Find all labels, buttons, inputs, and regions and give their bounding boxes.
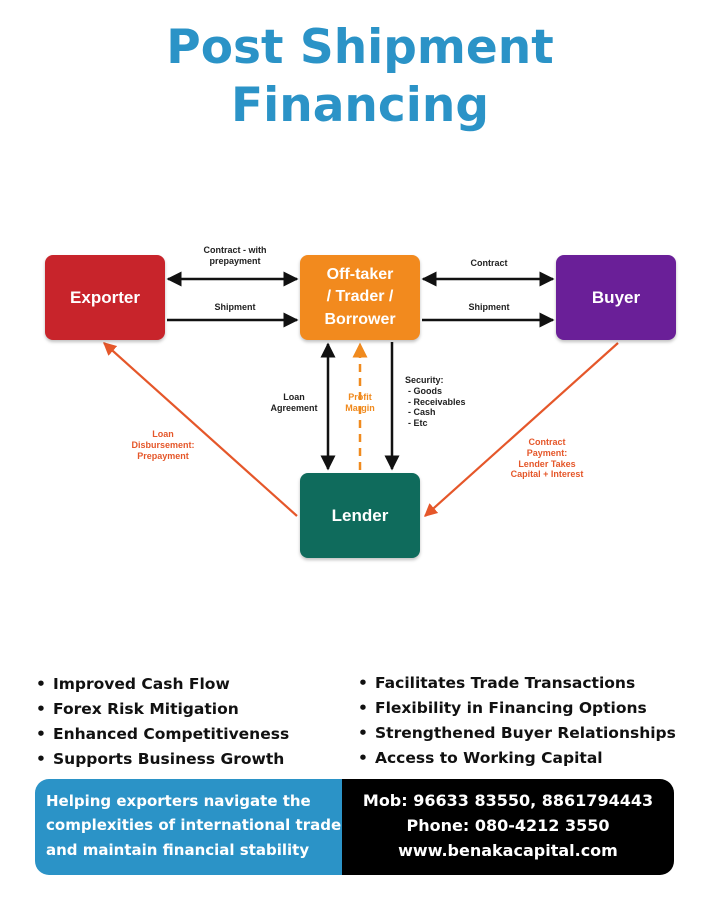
contract-payment-label: Contract Payment: Lender Takes Capital +… [510, 437, 584, 480]
loan-disbursement-arrow [103, 342, 298, 517]
benefit-item: Strengthened Buyer Relationships [358, 721, 676, 746]
tagline-line: Helping exporters navigate the [46, 792, 311, 810]
lender-node: Lender [300, 473, 420, 558]
benefit-item: Improved Cash Flow [36, 672, 289, 697]
benefit-item: Supports Business Growth [36, 747, 289, 772]
footer-tagline: Helping exporters navigate the complexit… [35, 779, 342, 875]
offtaker-label-3: Borrower [324, 310, 396, 328]
benefits-list-right: Facilitates Trade Transactions Flexibili… [358, 671, 676, 771]
lender-label: Lender [331, 505, 389, 525]
footer-contact: Mob: 96633 83550, 8861794443 Phone: 080-… [342, 779, 674, 875]
shipment-right-label: Shipment [468, 302, 510, 312]
benefit-item: Enhanced Competitiveness [36, 722, 289, 747]
title-line-1: Post Shipment [166, 20, 554, 75]
shipment-left-label: Shipment [214, 302, 256, 312]
benefit-item: Facilitates Trade Transactions [358, 671, 676, 696]
security-label: Security: - Goods - Receivables - Cash -… [405, 375, 466, 429]
mobile-numbers: Mob: 96633 83550, 8861794443 [362, 791, 654, 810]
buyer-label: Buyer [591, 287, 641, 307]
loan-agreement-label: Loan Agreement [270, 392, 318, 413]
benefit-item: Forex Risk Mitigation [36, 697, 289, 722]
profit-margin-label: Profit Margin [345, 392, 375, 413]
contract-payment-arrow [424, 342, 619, 517]
offtaker-label-1: Off-taker [326, 266, 394, 284]
exporter-label: Exporter [70, 287, 140, 307]
footer-banner: Helping exporters navigate the complexit… [35, 779, 674, 875]
website-link[interactable]: www.benakacapital.com [398, 840, 618, 860]
contract-prepayment-label: Contract - with prepayment [203, 245, 267, 266]
phone-number: Phone: 080-4212 3550 [406, 815, 610, 835]
loan-disbursement-label: Loan Disbursement: Prepayment [131, 429, 195, 461]
exporter-node: Exporter [45, 255, 165, 340]
benefit-item: Access to Working Capital [358, 746, 676, 771]
buyer-node: Buyer [556, 255, 676, 340]
title-line-2: Financing [231, 78, 489, 133]
offtaker-label-2: / Trader / [326, 288, 394, 306]
benefits-list-left: Improved Cash Flow Forex Risk Mitigation… [36, 672, 289, 772]
contract-label: Contract [470, 258, 508, 268]
tagline-line: and maintain financial stability [46, 840, 310, 859]
benefit-item: Flexibility in Financing Options [358, 696, 676, 721]
offtaker-node: Off-taker / Trader / Borrower [300, 255, 420, 340]
tagline-line: complexities of international trade [46, 816, 342, 835]
